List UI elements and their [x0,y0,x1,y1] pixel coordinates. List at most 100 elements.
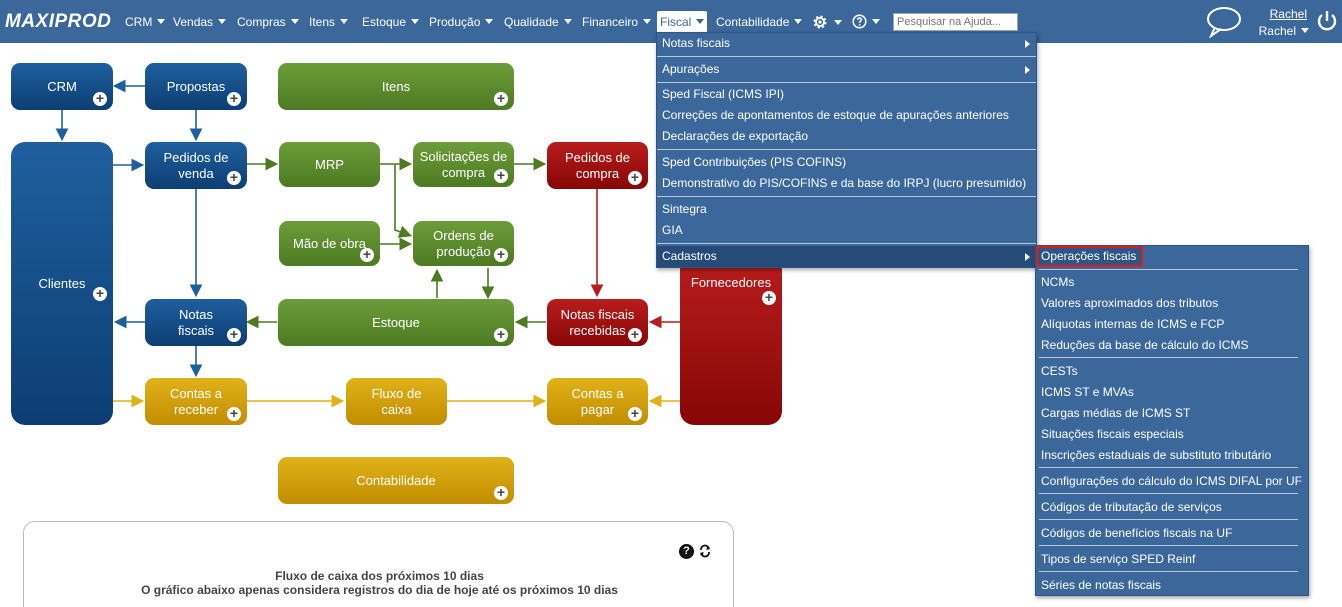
plus-circle-icon[interactable]: + [227,91,241,106]
chat-bubble-icon[interactable] [1205,6,1243,38]
fornecedores-box[interactable]: Fornecedores + [680,256,782,425]
mrp-box[interactable]: MRP [279,142,380,187]
help-circle-icon[interactable]: ? [679,544,694,559]
menu-separator [657,196,1036,197]
nav-itens[interactable]: Itens [306,13,351,31]
menu-item-declaracoes-exportacao[interactable]: Declarações de exportação [657,126,1036,147]
mao-obra-box[interactable]: Mão de obra + [279,221,380,266]
menu-item-demonstrativo-pis-cofins[interactable]: Demonstrativo do PIS/COFINS e da base do… [657,173,1036,194]
user-menu[interactable]: Rachel [1259,24,1309,38]
menu-separator [1039,467,1298,468]
menu-separator [657,82,1036,83]
fluxo-caixa-label: Fluxo de caixa [371,385,422,417]
menu-item-label: Cargas médias de ICMS ST [1041,406,1191,420]
plus-circle-icon[interactable]: + [628,170,642,185]
chevron-down-icon [411,19,420,24]
menu-item-codigos-beneficios-fiscais[interactable]: Códigos de benefícios fiscais na UF [1036,523,1308,544]
menu-item-situacoes-fiscais-especiais[interactable]: Situações fiscais especiais [1036,424,1308,445]
nav-producao[interactable]: Produção [426,13,496,31]
clientes-box[interactable]: Clientes + [11,142,113,425]
menu-separator [657,243,1036,244]
notas-fiscais-box[interactable]: Notas fiscais + [145,299,247,346]
plus-circle-icon[interactable]: + [494,485,508,500]
menu-item-cadastros[interactable]: Cadastros [657,246,1036,267]
itens-box[interactable]: Itens + [278,63,514,110]
power-icon[interactable] [1316,9,1338,33]
nav-financeiro[interactable]: Financeiro [579,13,654,31]
plus-circle-icon[interactable]: + [628,327,642,342]
plus-circle-icon[interactable]: + [494,91,508,106]
menu-item-sped-fiscal[interactable]: Sped Fiscal (ICMS IPI) [657,84,1036,105]
menu-item-series-notas-fiscais[interactable]: Séries de notas fiscais [1036,575,1308,596]
propostas-box[interactable]: Propostas + [145,63,247,110]
plus-circle-icon[interactable]: + [227,406,241,421]
ordens-producao-box[interactable]: Ordens de produção + [413,221,514,266]
plus-circle-icon[interactable]: + [227,327,241,342]
plus-circle-icon[interactable]: + [494,247,508,262]
settings-menu[interactable] [808,13,845,31]
nav-compras[interactable]: Compras [234,13,302,31]
refresh-icon[interactable] [698,544,712,558]
menu-item-reducoes-base-icms[interactable]: Reduções da base de cálculo do ICMS [1036,335,1308,356]
plus-circle-icon[interactable]: + [494,327,508,342]
menu-item-icms-st-mvas[interactable]: ICMS ST e MVAs [1036,382,1308,403]
nav-qualidade[interactable]: Qualidade [501,13,575,31]
menu-item-correcoes-apontamentos[interactable]: Correções de apontamentos de estoque de … [657,105,1036,126]
plus-circle-icon[interactable]: + [227,170,241,185]
menu-item-cests[interactable]: CESTs [1036,361,1308,382]
cash-flow-panel: ? Fluxo de caixa dos próximos 10 dias O … [23,521,734,607]
contas-receber-box[interactable]: Contas a receber + [145,378,247,425]
menu-item-configuracoes-difal[interactable]: Configurações do cálculo do ICMS DIFAL p… [1036,471,1308,492]
nav-estoque[interactable]: Estoque [359,13,422,31]
menu-separator [1039,269,1298,270]
menu-item-codigos-tributacao-servicos[interactable]: Códigos de tributação de serviços [1036,497,1308,518]
nav-contabilidade[interactable]: Contabilidade [713,13,805,31]
menu-separator [657,56,1036,57]
menu-item-gia[interactable]: GIA [657,220,1036,241]
ordens-producao-label: Ordens de produção [433,227,494,259]
menu-item-cargas-medias-icms-st[interactable]: Cargas médias de ICMS ST [1036,403,1308,424]
menu-item-aliquotas-icms-fcp[interactable]: Alíquotas internas de ICMS e FCP [1036,314,1308,335]
menu-item-notas-fiscais[interactable]: Notas fiscais [657,33,1036,54]
menu-item-operacoes-fiscais[interactable]: Operações fiscais [1036,246,1143,267]
crm-box[interactable]: CRM + [11,63,113,110]
nav-vendas[interactable]: Vendas [170,13,229,31]
menu-item-apuracoes[interactable]: Apurações [657,59,1036,80]
help-search-input[interactable] [893,13,1018,31]
plus-circle-icon[interactable]: + [628,406,642,421]
menu-item-sped-contribuicoes[interactable]: Sped Contribuições (PIS COFINS) [657,152,1036,173]
pedidos-compra-box[interactable]: Pedidos de compra + [547,142,648,189]
panel-subtitle-line: O gráfico abaixo apenas considera regist… [141,583,618,597]
nav-fiscal[interactable]: Fiscal [657,11,708,33]
contas-pagar-box[interactable]: Contas a pagar + [547,378,648,425]
plus-circle-icon[interactable]: + [93,286,107,301]
menu-item-valores-aproximados[interactable]: Valores aproximados dos tributos [1036,293,1308,314]
menu-item-sintegra[interactable]: Sintegra [657,199,1036,220]
nav-crm-label: CRM [125,15,153,29]
user-name-link[interactable]: Rachel [1269,7,1307,21]
logo[interactable]: MAXIPROD [5,11,112,32]
help-menu[interactable] [849,13,883,31]
solicitacoes-compra-box[interactable]: Solicitações de compra + [413,142,514,187]
contabilidade-box[interactable]: Contabilidade + [278,457,514,504]
menu-item-label: Operações fiscais [1041,249,1137,263]
menu-item-label: Códigos de tributação de serviços [1041,500,1222,514]
chevron-down-icon [157,19,166,24]
nav-crm[interactable]: CRM [122,13,168,31]
notas-recebidas-box[interactable]: Notas fiscais recebidas + [547,299,648,346]
pedidos-venda-box[interactable]: Pedidos de venda + [145,142,247,189]
plus-circle-icon[interactable]: + [494,168,508,183]
menu-item-label: CESTs [1041,364,1078,378]
menu-item-tipos-servico-reinf[interactable]: Tipos de serviço SPED Reinf [1036,549,1308,570]
menu-item-inscricoes-estaduais[interactable]: Inscrições estaduais de substituto tribu… [1036,445,1308,466]
menu-item-label: ICMS ST e MVAs [1041,385,1134,399]
fluxo-caixa-box[interactable]: Fluxo de caixa [346,378,447,425]
chevron-down-icon [794,19,803,24]
menu-item-ncms[interactable]: NCMs [1036,272,1308,293]
plus-circle-icon[interactable]: + [93,91,107,106]
menu-item-label: Sped Contribuições (PIS COFINS) [662,155,847,169]
plus-circle-icon[interactable]: + [762,290,776,305]
plus-circle-icon[interactable]: + [360,247,374,262]
estoque-box[interactable]: Estoque + [278,299,514,346]
